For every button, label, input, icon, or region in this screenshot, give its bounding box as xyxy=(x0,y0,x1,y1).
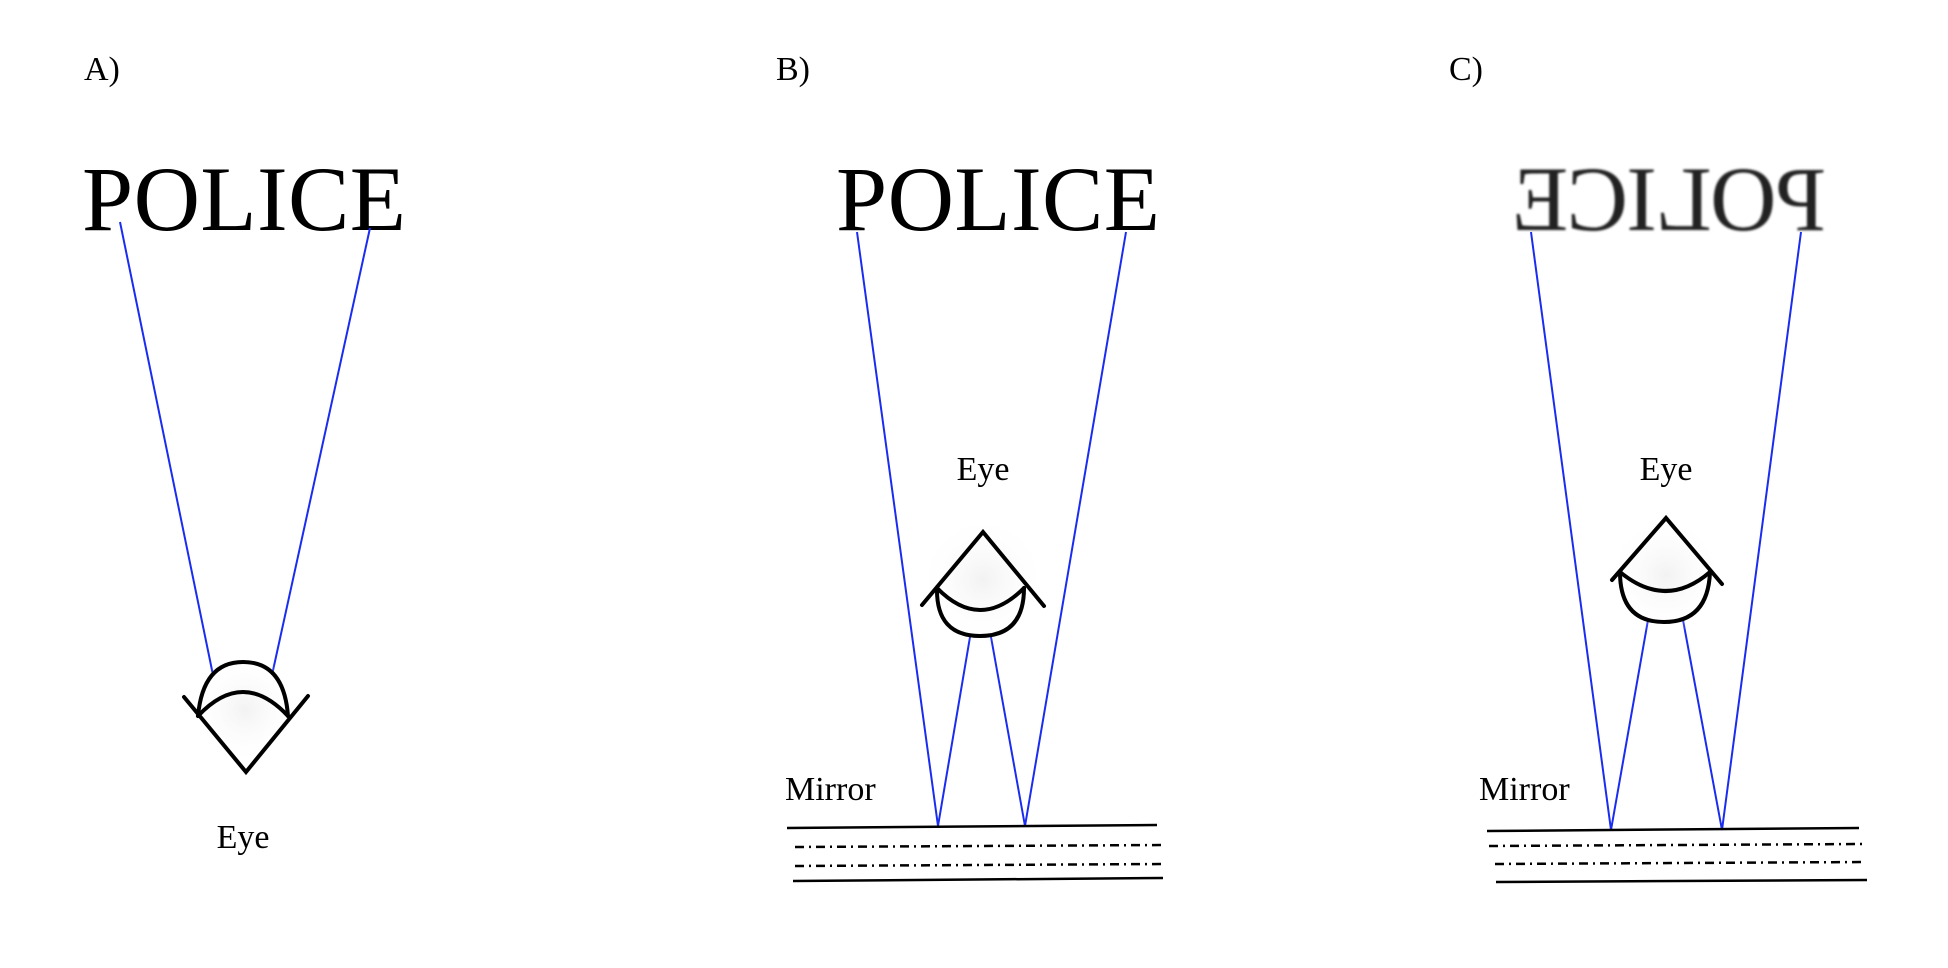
panel-c: C) POLICE Eye Mirror xyxy=(1449,51,1868,884)
panel-b-label: B) xyxy=(776,51,810,88)
panel-a-label: A) xyxy=(84,51,120,88)
eye-icon xyxy=(182,655,310,776)
panel-b-sign-text: POLICE xyxy=(836,148,1160,250)
eye-icon xyxy=(1606,514,1726,635)
eye-icon xyxy=(918,515,1048,645)
panel-b-mirror-label: Mirror xyxy=(785,771,876,808)
light-ray xyxy=(271,227,371,676)
panel-b-eye-label: Eye xyxy=(957,451,1010,488)
panel-c-label: C) xyxy=(1449,51,1483,88)
panel-c-mirror-label: Mirror xyxy=(1479,771,1570,808)
panel-a-sign-text: POLICE xyxy=(82,148,406,250)
mirror xyxy=(1486,826,1868,884)
panel-c-mirrored-sign-text: POLICE xyxy=(1512,148,1826,250)
light-ray xyxy=(119,221,214,676)
panel-b: B) POLICE Eye Mirror xyxy=(776,51,1166,883)
panel-a: A) POLICE Eye xyxy=(82,51,406,856)
mirror xyxy=(786,823,1166,883)
panel-a-eye-label: Eye xyxy=(217,819,270,856)
panel-c-eye-label: Eye xyxy=(1640,451,1693,488)
